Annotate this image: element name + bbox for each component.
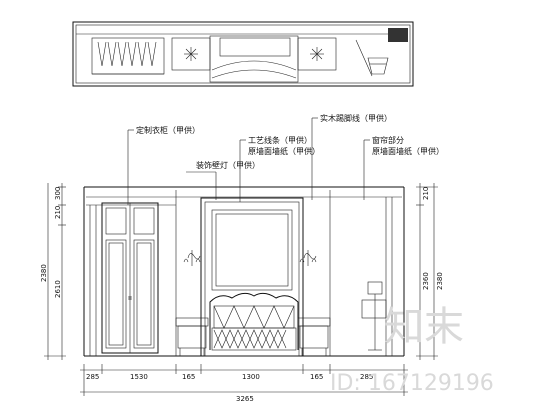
right-dimension-text: 210 2360 2380 — [422, 187, 444, 290]
label-curtain-section: 窗帘部分 — [372, 135, 404, 145]
dim-bottom-6: 285 — [360, 373, 373, 381]
dim-bottom-3: 165 — [182, 373, 195, 381]
headboard-frame — [175, 190, 331, 357]
plan-wardrobe — [91, 37, 165, 75]
label-wallpaper-center: 原墙面墙纸（甲供） — [248, 146, 320, 156]
watermark-id-text: ID: 167129196 — [330, 371, 494, 396]
sconce-left — [183, 250, 201, 266]
dim-bottom-1: 285 — [86, 373, 99, 381]
dim-right-2: 2360 — [422, 272, 430, 290]
sconce-right — [299, 250, 317, 266]
watermark-logo-text: 知末 — [384, 304, 464, 350]
nightstand-left — [175, 317, 209, 356]
dim-right-total: 2380 — [436, 272, 444, 290]
dim-bottom-2: 1530 — [130, 373, 148, 381]
dim-left-2: 210 — [54, 206, 62, 219]
label-sconce: 装饰壁灯（甲供） — [196, 160, 260, 170]
plan-chair — [355, 39, 389, 77]
label-line-strip: 工艺线条（甲供） — [248, 135, 312, 145]
leader-lines — [127, 117, 370, 205]
dim-left-total: 2380 — [40, 264, 48, 282]
label-solid-wood-molding: 实木踢脚线（甲供） — [320, 113, 392, 123]
nightstand-right — [297, 317, 331, 356]
dim-bottom-4: 1300 — [242, 373, 260, 381]
watermark: 知末 ID: 167129196 — [330, 304, 494, 396]
label-custom-wardrobe: 定制衣柜（甲供） — [136, 125, 200, 135]
dim-left-3: 2610 — [54, 280, 62, 298]
dim-bottom-5: 165 — [310, 373, 323, 381]
plan-hatched-wall — [388, 28, 408, 42]
dimension-lines — [44, 183, 438, 396]
plan-lamp-right — [310, 47, 324, 61]
plan-bed — [171, 35, 337, 83]
plan-view — [72, 21, 414, 87]
wardrobe — [101, 202, 159, 354]
label-wallpaper-right: 原墙面墙纸（甲供） — [372, 146, 444, 156]
plan-lamp-left — [184, 47, 198, 61]
bed — [209, 292, 299, 351]
annotation-labels: 定制衣柜（甲供） 实木踢脚线（甲供） 工艺线条（甲供） 原墙面墙纸（甲供） 装饰… — [136, 113, 444, 170]
plan-outline — [72, 21, 414, 87]
left-dimension-text: 300 210 2610 2380 — [40, 187, 62, 298]
dim-left-1: 300 — [54, 187, 62, 200]
bottom-dimension-text: 285 1530 165 1300 165 285 3265 — [86, 373, 373, 403]
dim-bottom-total: 3265 — [236, 395, 254, 403]
elevation-view — [83, 186, 405, 357]
dim-right-1: 210 — [422, 187, 430, 200]
floor-lamp — [361, 281, 387, 351]
